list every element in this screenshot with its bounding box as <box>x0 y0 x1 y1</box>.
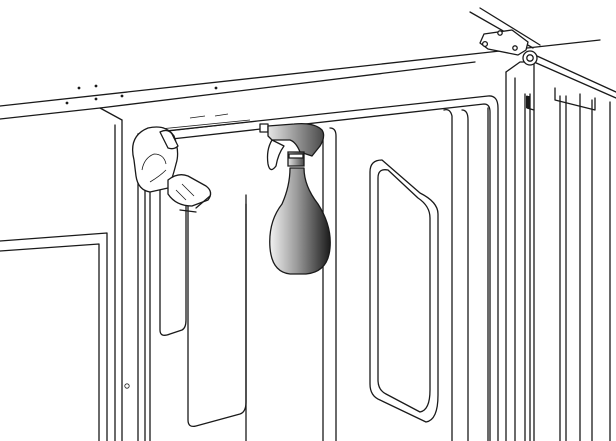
oven-left-wall <box>0 119 130 441</box>
oven-interior-wall <box>159 149 247 441</box>
oven-rack-rails <box>322 108 469 441</box>
oven-window <box>369 159 439 423</box>
spray-bottle-icon <box>259 122 331 275</box>
door-seal-gasket <box>137 95 499 441</box>
door-hinge-icon <box>479 29 538 66</box>
oven-door-open <box>505 61 616 441</box>
oven-top-panel <box>0 7 616 121</box>
screw-holes <box>65 32 502 105</box>
cleaning-cloth-hand-icon <box>131 126 212 213</box>
